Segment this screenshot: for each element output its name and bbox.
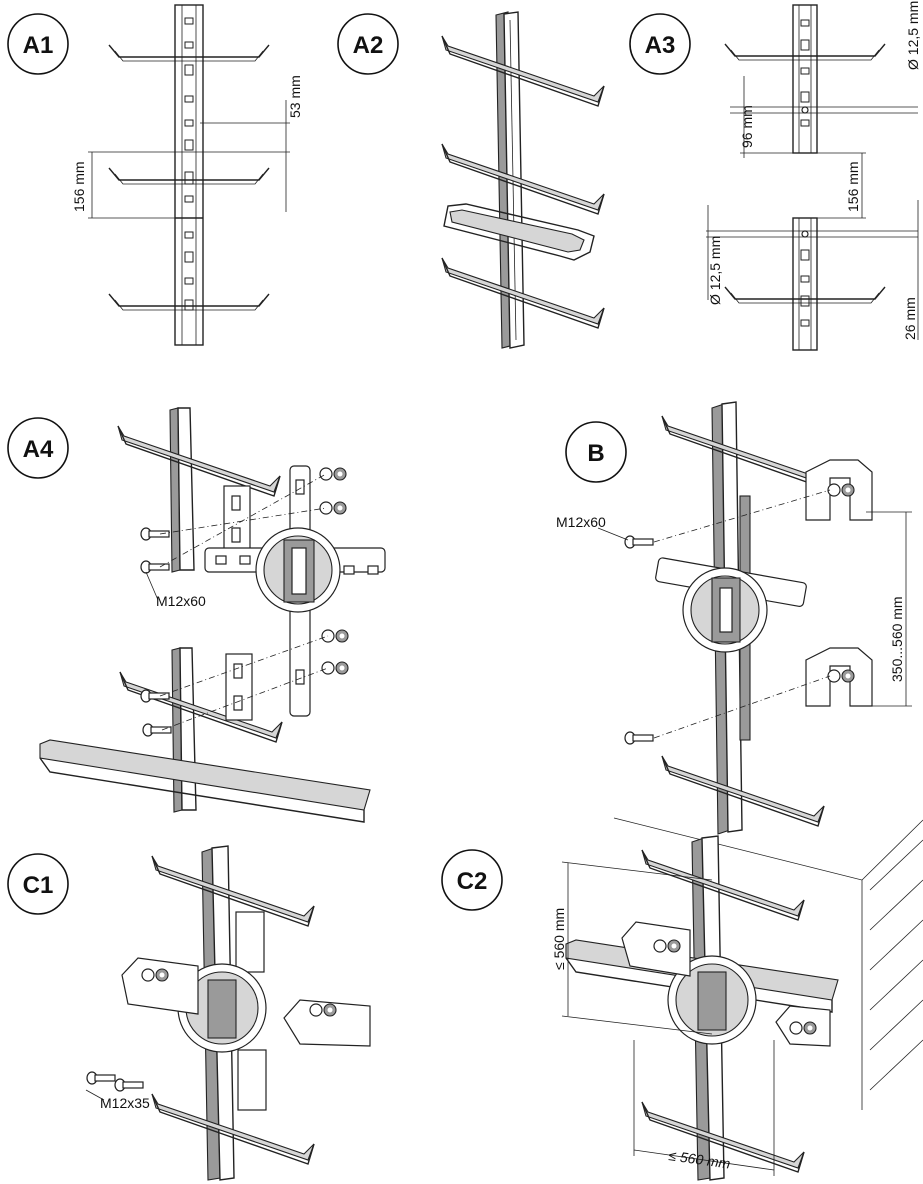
svg-text:C2: C2 xyxy=(457,868,488,895)
panel-c1: C1 M12x35 xyxy=(7,739,371,1181)
panel-c2: C2 ≤ 560 mm ≤ 5 xyxy=(441,817,923,1181)
dim-a1-gap: 53 mm xyxy=(287,75,303,118)
dim-c2-height: ≤ 560 mm xyxy=(551,908,567,970)
dim-a3-dist: 96 mm xyxy=(739,105,755,148)
dim-a4-bolt: M12x60 xyxy=(156,593,206,609)
badge-a3: A3 xyxy=(629,13,691,75)
dim-a3-offset: 26 mm xyxy=(902,297,918,340)
badge-c2: C2 xyxy=(441,849,503,911)
dim-a3-pitch: 156 mm xyxy=(845,161,861,212)
panel-a1: A1 53 mm 156 mm xyxy=(7,4,303,346)
dim-a3-hole-top: Ø 12,5 mm xyxy=(905,1,921,70)
badge-c1: C1 xyxy=(7,853,69,915)
panel-b: B M12x60 350...560 mm xyxy=(556,401,912,835)
svg-text:B: B xyxy=(587,440,604,467)
dim-b-bolt: M12x60 xyxy=(556,514,606,530)
badge-b: B xyxy=(565,421,627,483)
dim-a3-hole-bottom: Ø 12,5 mm xyxy=(707,236,723,305)
dim-b-range: 350...560 mm xyxy=(889,596,905,682)
badge-a2: A2 xyxy=(337,13,399,75)
svg-text:C1: C1 xyxy=(23,872,54,899)
svg-text:A4: A4 xyxy=(23,436,54,463)
badge-a4: A4 xyxy=(7,417,69,479)
svg-text:A3: A3 xyxy=(645,32,676,59)
panel-a3: A3 Ø 12,5 mm xyxy=(629,1,921,351)
panel-a2: A2 xyxy=(337,11,605,349)
svg-text:A1: A1 xyxy=(23,32,54,59)
dim-a1-pitch: 156 mm xyxy=(71,161,87,212)
badge-a1: A1 xyxy=(7,13,69,75)
panel-a4: A4 xyxy=(7,407,386,813)
dim-c1-bolt: M12x35 xyxy=(100,1095,150,1111)
svg-text:A2: A2 xyxy=(353,32,384,59)
